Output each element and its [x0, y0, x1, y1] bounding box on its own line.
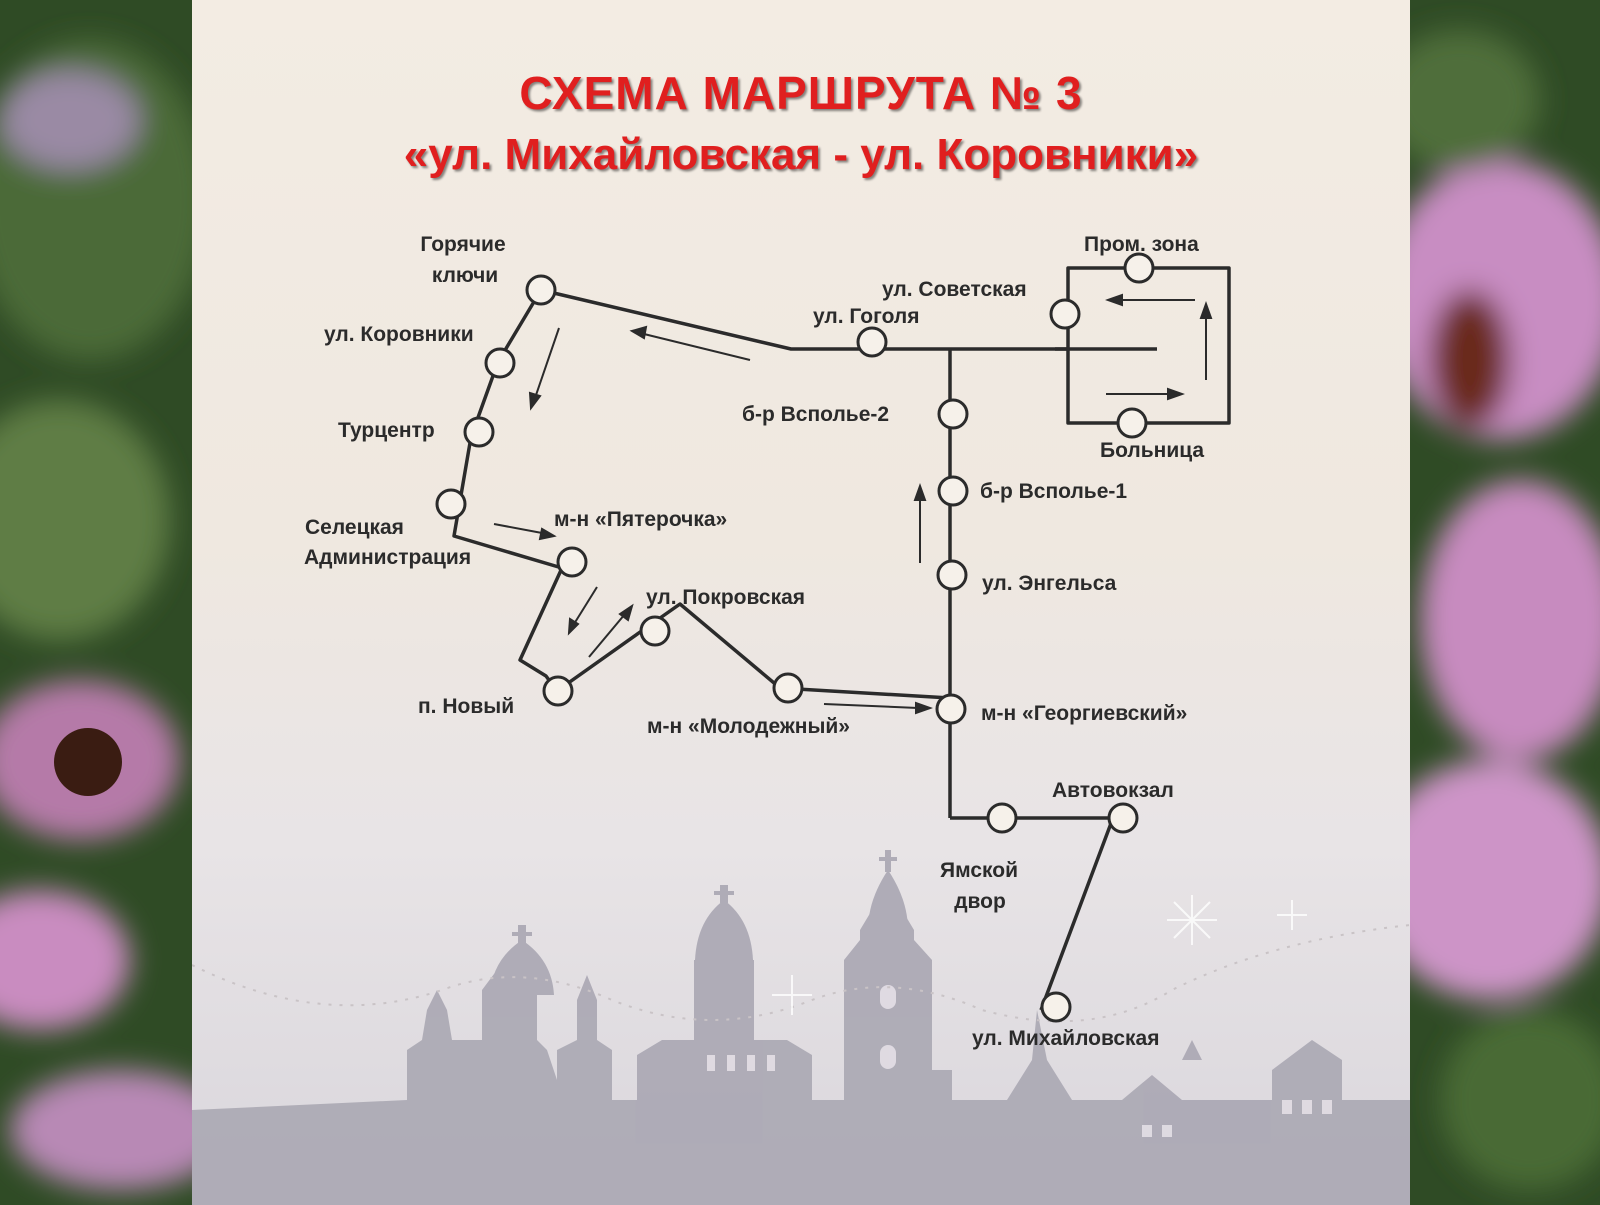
label-avtovokzal: Автовокзал: [1052, 779, 1174, 802]
sparkle-icon: [772, 895, 1307, 1015]
label-pyaterochka: м-н «Пятерочка»: [554, 508, 727, 531]
label-pokrovskaya: ул. Покровская: [646, 586, 805, 609]
stop-pyaterochka[interactable]: [556, 546, 588, 578]
stop-vspolie-1[interactable]: [937, 475, 969, 507]
garland-line: [192, 924, 1410, 1023]
stop-korovniki[interactable]: [484, 347, 516, 379]
label-seleckaya-1: Селецкая: [305, 516, 404, 539]
route-map: Горячие ключи ул. Коровники Турцентр Сел…: [192, 233, 1410, 1205]
label-gogolya: ул. Гоголя: [813, 305, 919, 328]
direction-arrows: [493, 293, 1213, 715]
skyline-windows: [707, 985, 1332, 1137]
label-yamskoy-2: двор: [954, 890, 1006, 913]
route-poster: СХЕМА МАРШРУТА № 3 «ул. Михайловская - у…: [192, 0, 1410, 1205]
stop-gogolya[interactable]: [856, 326, 888, 358]
label-vspolie-2: б-р Всполье-2: [742, 403, 889, 426]
stop-avtovokzal[interactable]: [1107, 802, 1139, 834]
page-title: СХЕМА МАРШРУТА № 3: [519, 67, 1083, 119]
stop-yamskoy-dvor[interactable]: [986, 802, 1018, 834]
route-line: [452, 266, 1231, 1011]
label-yamskoy-1: Ямской: [940, 859, 1018, 882]
label-georgievsky: м-н «Георгиевский»: [981, 702, 1187, 725]
city-skyline: [192, 850, 1410, 1205]
stop-promzona[interactable]: [1123, 252, 1155, 284]
stop-goryachie-klyuchi[interactable]: [525, 274, 557, 306]
stop-molodezhny[interactable]: [772, 672, 804, 704]
label-goryachie-2: ключи: [432, 264, 498, 287]
stop-engelsa[interactable]: [936, 559, 968, 591]
label-korovniki: ул. Коровники: [324, 323, 474, 346]
label-engelsa: ул. Энгельса: [982, 572, 1117, 595]
stop-seleckaya[interactable]: [435, 488, 467, 520]
label-promzona: Пром. зона: [1084, 233, 1199, 256]
stop-bolnica[interactable]: [1116, 407, 1148, 439]
stop-noviy[interactable]: [542, 675, 574, 707]
stop-vspolie-2[interactable]: [937, 398, 969, 430]
stop-sovetskaya[interactable]: [1049, 298, 1081, 330]
label-turcentr: Турцентр: [338, 419, 435, 442]
label-novy: п. Новый: [418, 695, 514, 718]
label-vspolie-1: б-р Всполье-1: [980, 480, 1127, 503]
label-sovetskaya: ул. Советская: [882, 278, 1027, 301]
route-subtitle: «ул. Михайловская - ул. Коровники»: [403, 130, 1199, 179]
label-molodezhny: м-н «Молодежный»: [647, 715, 850, 738]
label-bolnica: Больница: [1100, 439, 1204, 462]
label-goryachie-1: Горячие: [420, 233, 505, 256]
stop-mikhaylovskaya[interactable]: [1040, 991, 1072, 1023]
label-seleckaya-2: Администрация: [304, 546, 471, 569]
label-mikhaylovskaya: ул. Михайловская: [972, 1027, 1159, 1050]
stop-turcentr[interactable]: [463, 416, 495, 448]
stop-georgievsky[interactable]: [935, 693, 967, 725]
flower-center-icon: [54, 728, 122, 796]
stop-pokrovskaya[interactable]: [639, 615, 671, 647]
